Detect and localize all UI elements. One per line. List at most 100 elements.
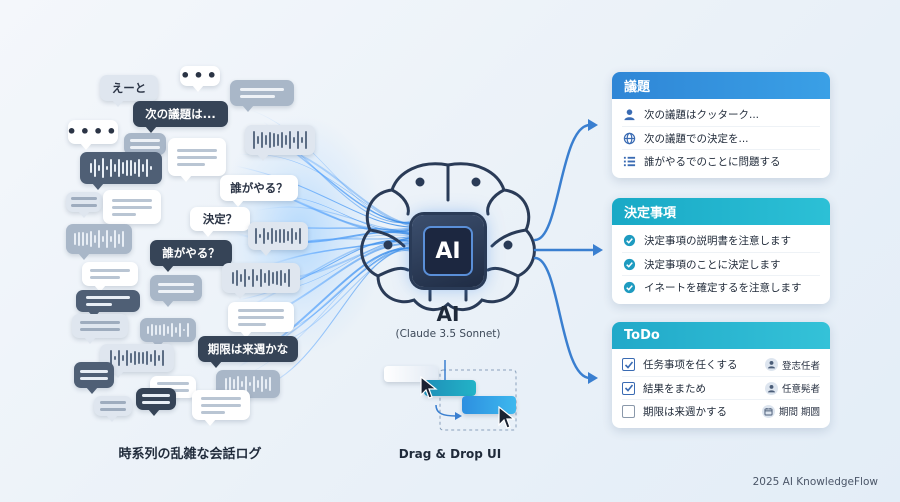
todo-item: 期限は来週かする 期間 期圆 [622, 399, 820, 422]
voice-bubble [248, 222, 308, 256]
waveform-icon [253, 131, 307, 149]
agenda-item-text: 誰がやるでのことに問題する [644, 155, 781, 168]
flow-line [235, 165, 411, 228]
calendar-icon [761, 404, 775, 418]
bubble-who-does-2: 誰がやる？ [150, 240, 232, 272]
bubble-who-does: 誰がやる？ [220, 175, 298, 207]
decision-item: 決定事項の説明書を注意します [622, 229, 820, 252]
agenda-card-header: 議題 [612, 72, 830, 99]
decisions-card-header: 決定事項 [612, 198, 830, 225]
checkmark-icon [624, 384, 633, 392]
todo-item-text: 期限は来週かする [643, 405, 727, 418]
todo-checkbox[interactable] [622, 404, 635, 418]
bubble-deadline: 期限は来週かな [198, 336, 298, 368]
decision-item-text: 決定事項のことに決定します [644, 258, 781, 271]
text-bubble [192, 390, 250, 426]
voice-bubble [80, 152, 162, 190]
flow-line [237, 240, 411, 313]
person-icon [764, 381, 778, 395]
text-bubble [150, 275, 202, 307]
text-bubble [94, 396, 132, 422]
flow-line [235, 239, 411, 301]
waveform-icon [90, 158, 152, 178]
voice-bubble [222, 263, 300, 299]
typing-bubble: •••• [67, 120, 118, 150]
typing-bubble: ••• [180, 66, 220, 92]
bubble-deadline-text: 期限は来週かな [207, 342, 289, 356]
todo-card-header: ToDo [612, 322, 830, 349]
todo-checkbox[interactable] [622, 381, 635, 395]
ai-title: AI [436, 302, 460, 326]
waveform-icon [74, 230, 124, 248]
bubble-decision-text: 決定？ [202, 212, 238, 226]
ai-chip: AI [412, 215, 484, 287]
waveform-icon [110, 349, 164, 367]
cursor-icon [498, 406, 516, 429]
list-icon [622, 154, 636, 168]
text-bubble [103, 190, 161, 230]
bubble-next-agenda: 次の議題は... [133, 101, 228, 133]
todo-item: 任务事项を任くする 登志任者 [622, 353, 820, 376]
todo-item: 結果をまため 任意髡者 [622, 376, 820, 399]
todo-item-text: 任务事项を任くする [643, 359, 738, 371]
agenda-item-text: 次の議題での決定を... [644, 132, 749, 145]
brain-outline [360, 162, 536, 311]
dnd-arrows [435, 360, 457, 417]
text-bubble [136, 388, 176, 416]
decision-item-text: 決定事項の説明書を注意します [644, 235, 791, 247]
ai-model-name: (Claude 3.5 Sonnet) [395, 328, 501, 340]
dnd-source-block [384, 366, 438, 382]
text-bubble [76, 290, 140, 318]
check-circle-icon [622, 257, 636, 271]
dnd-caption: Drag & Drop UI [398, 447, 502, 461]
todo-card-title: ToDo [624, 328, 660, 343]
conversation-log-caption: 時系列の乱雑な会話ログ [118, 447, 262, 462]
todo-checkbox[interactable] [622, 358, 635, 371]
person-icon [764, 358, 778, 371]
todo-item-text: 結果をまため [643, 382, 706, 395]
person-icon [622, 108, 636, 122]
todo-assignee-name: 登志任者 [781, 360, 820, 372]
todo-card: ToDo 任务事项を任くする 登志任者 結果をまため 任意髡者 [612, 322, 830, 428]
decisions-card-title: 決定事項 [624, 206, 677, 221]
bubble-eto: えーと [100, 75, 158, 107]
todo-assignee-name: 期間 期圆 [778, 407, 820, 418]
dnd-dragging-block [424, 380, 476, 396]
waveform-icon [147, 322, 189, 338]
globe-icon [622, 131, 636, 145]
bubble-who-does-text: 誰がやる？ [230, 181, 288, 195]
agenda-card-title: 議題 [624, 80, 651, 95]
text-bubble [168, 138, 226, 182]
text-bubble [82, 262, 138, 292]
decision-item: イネートを確定するを注意します [622, 275, 820, 298]
text-bubble [72, 314, 128, 344]
ai-chip-label: AI [423, 226, 473, 276]
decision-item: 決定事項のことに決定します [622, 252, 820, 275]
footer-credit: 2025 AI KnowledgeFlow [752, 476, 878, 488]
text-bubble [66, 192, 102, 218]
todo-assignee: 期間 期圆 [761, 404, 820, 418]
text-bubble [74, 362, 114, 394]
output-arrows [533, 123, 597, 380]
text-bubble [228, 302, 294, 338]
bubble-next-agenda-text: 次の議題は... [145, 107, 216, 121]
todo-assignee: 登志任者 [764, 358, 820, 372]
todo-assignee: 任意髡者 [764, 381, 820, 395]
waveform-icon [232, 269, 290, 287]
decision-item-text: イネートを確定するを注意します [644, 281, 802, 294]
agenda-card: 議題 次の議題はクッターク... 次の議題での決定を... 誰がやるでのことに問… [612, 72, 830, 178]
waveform-icon [225, 375, 271, 393]
voice-bubble [140, 318, 196, 348]
flow-line [236, 248, 411, 380]
agenda-item: 次の議題はクッターク... [622, 103, 820, 126]
cursor-icon [420, 376, 438, 399]
bubble-eto-text: えーと [111, 81, 147, 95]
agenda-item: 次の議題での決定を... [622, 126, 820, 149]
agenda-item-text: 次の議題はクッターク... [644, 109, 760, 121]
bubble-decision: 決定？ [190, 207, 250, 237]
decisions-card: 決定事項 決定事項の説明書を注意します 決定事項のことに決定します イネートを確… [612, 198, 830, 304]
check-circle-icon [622, 234, 636, 248]
ellipsis-icon: ••• [180, 66, 220, 85]
voice-bubble [245, 125, 315, 161]
checkmark-icon [624, 360, 633, 369]
